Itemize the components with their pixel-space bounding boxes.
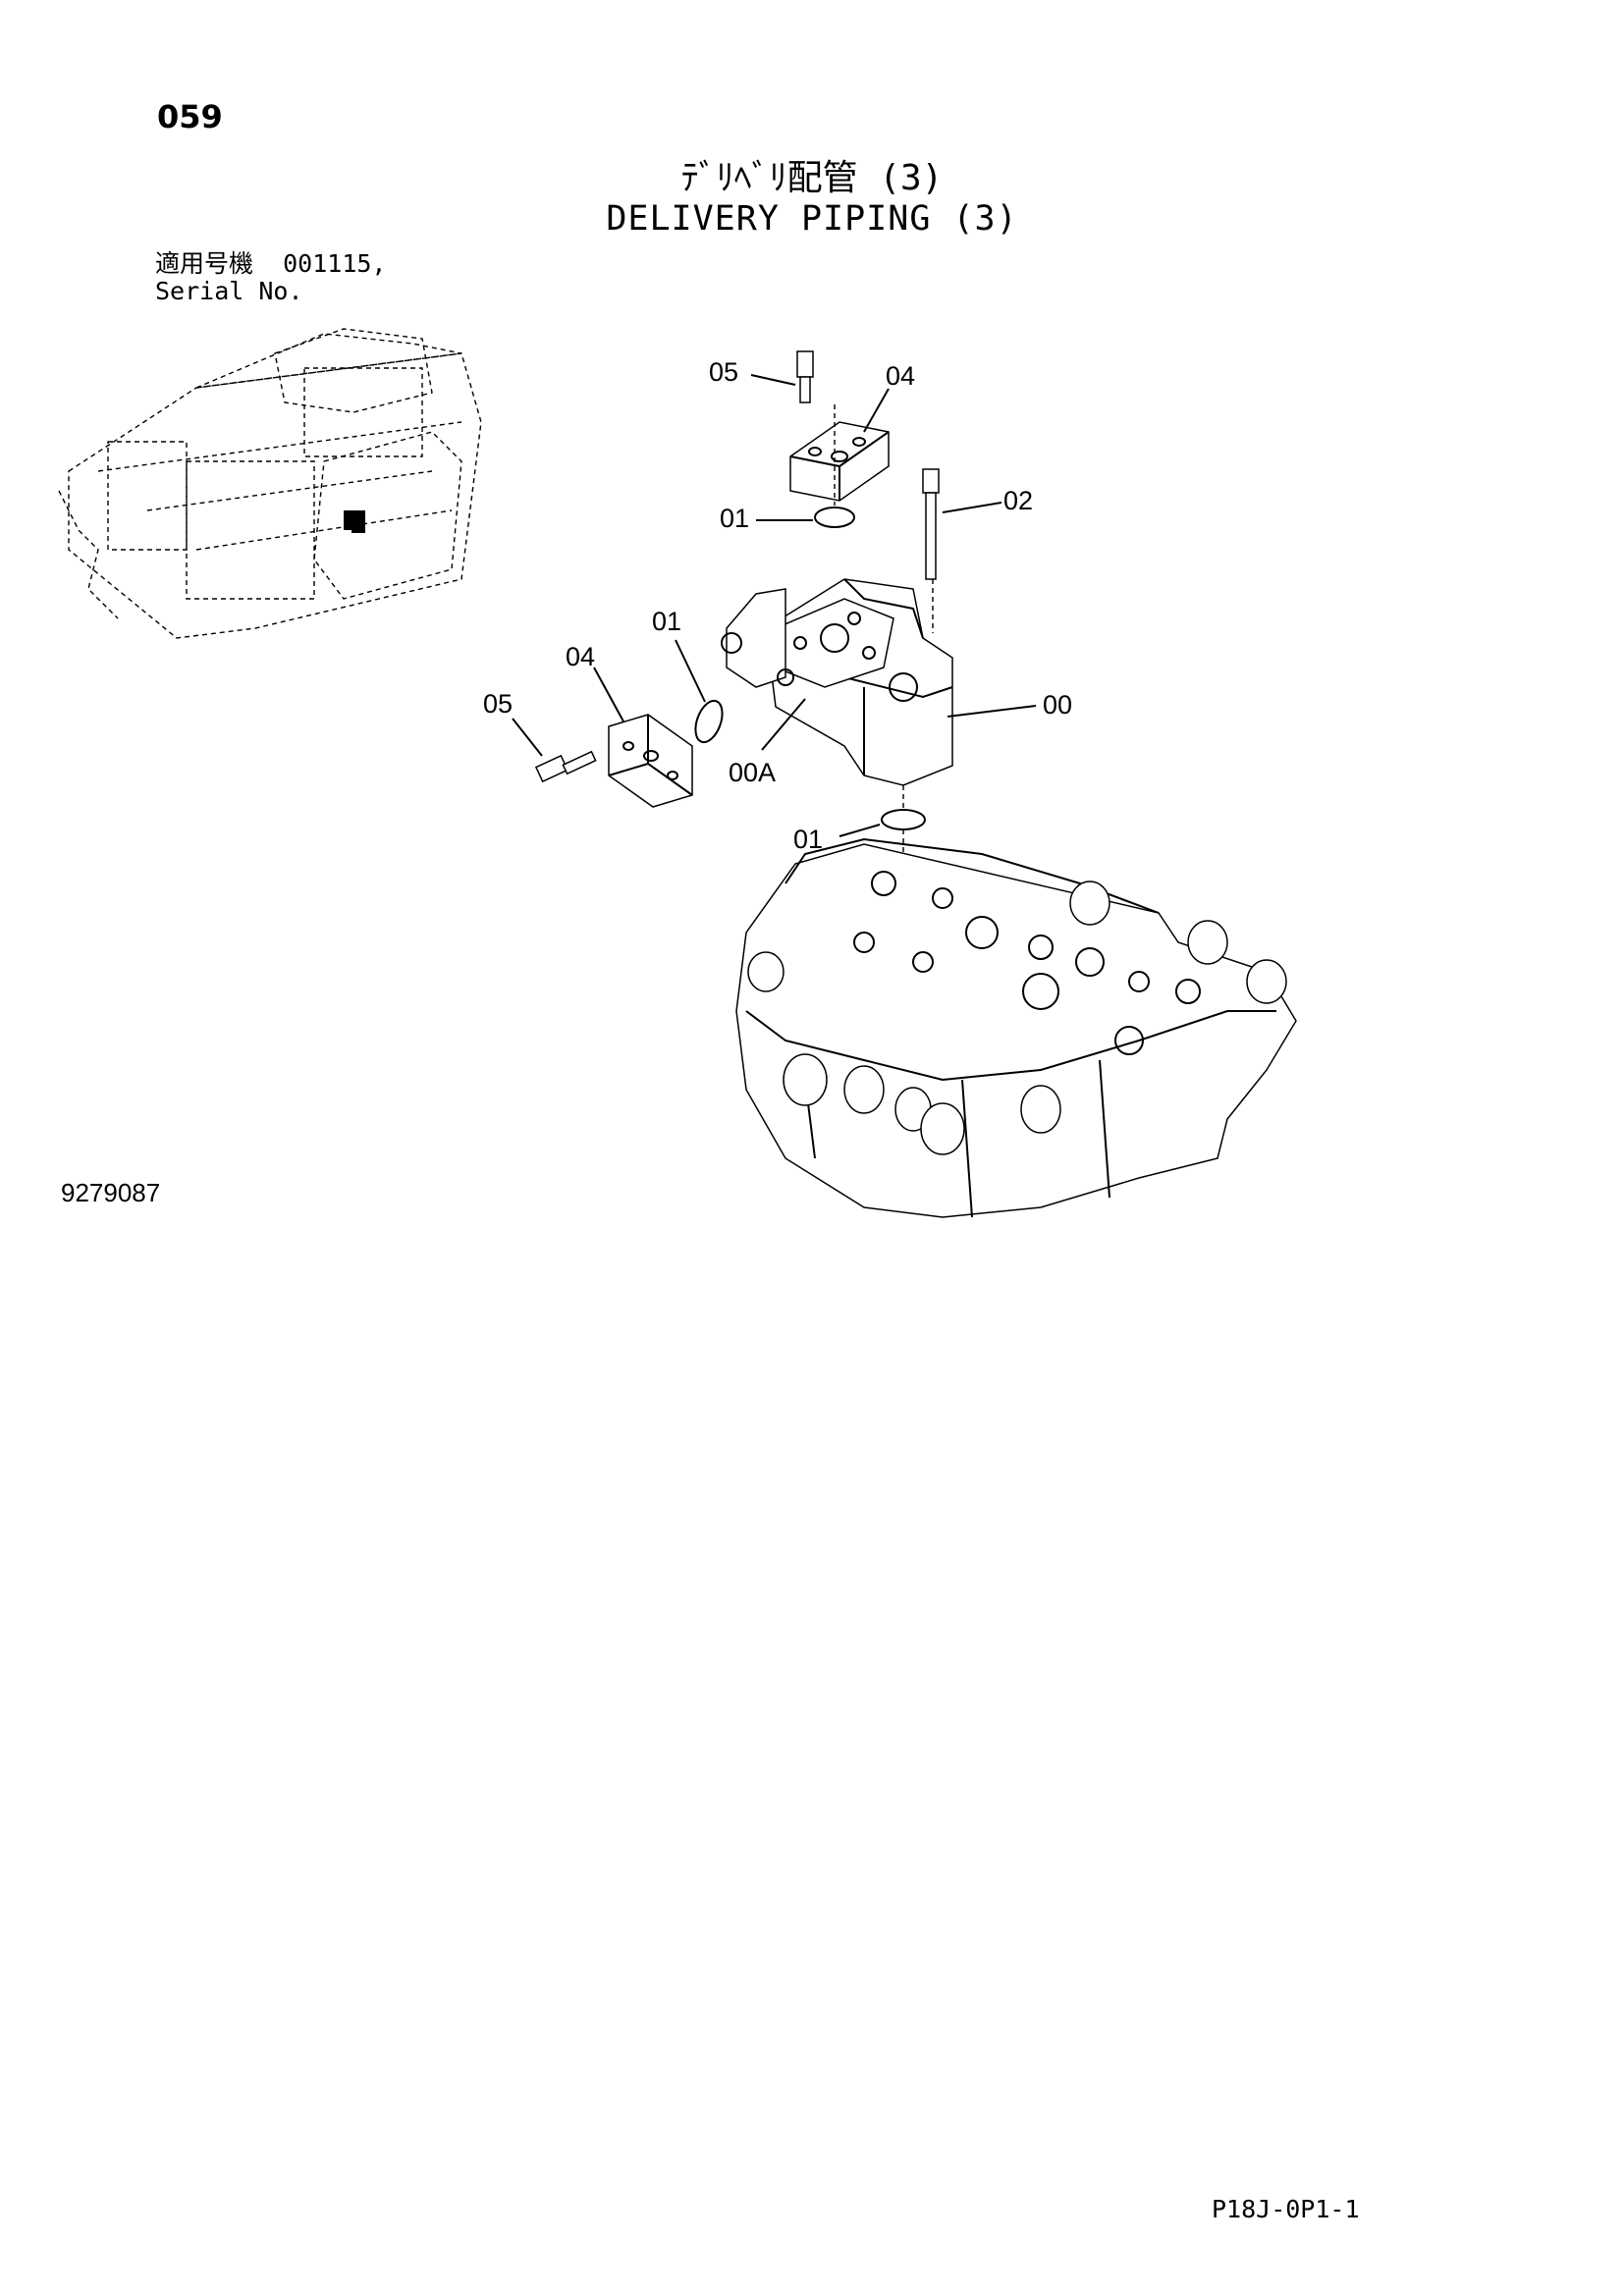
callout-00: 00	[1043, 690, 1072, 720]
bolt-top	[796, 350, 814, 403]
bolt-left	[534, 750, 597, 783]
long-bolt	[922, 468, 940, 580]
callout-04-top: 04	[886, 361, 915, 391]
serial-label-en: Serial No.	[155, 277, 303, 305]
o-ring-left	[694, 699, 724, 744]
callout-00a: 00A	[729, 758, 776, 787]
title-japanese: ﾃﾞﾘﾍﾞﾘ配管 (3)	[680, 158, 944, 198]
serial-value: 001115,	[283, 249, 387, 278]
serial-label-jp: 適用号機	[155, 249, 254, 278]
footer-code: P18J-0P1-1	[1212, 2195, 1360, 2223]
cover-plate-left	[608, 714, 693, 808]
o-ring-bottom	[881, 809, 926, 830]
valve-block-00	[721, 578, 953, 786]
serial-block: 適用号機 001115, Serial No.	[155, 250, 386, 305]
leader-lines	[512, 374, 1037, 854]
machine-overview-sketch	[58, 328, 482, 639]
callout-01-mid: 01	[652, 607, 681, 636]
callout-05-top: 05	[709, 357, 738, 387]
callout-02: 02	[1003, 486, 1033, 515]
title-english: DELIVERY PIPING (3)	[606, 199, 1018, 239]
control-valve-body	[735, 837, 1297, 1218]
serial-row-jp: 適用号機 001115,	[155, 250, 386, 278]
callout-04-left: 04	[566, 642, 595, 671]
callout-01-top: 01	[720, 504, 749, 533]
cover-plate-top	[789, 421, 890, 502]
page-number: 059	[157, 98, 223, 135]
o-ring-top	[814, 507, 855, 528]
callout-01-bottom: 01	[793, 825, 823, 854]
callout-05-left: 05	[483, 689, 513, 719]
drawing-id: 9279087	[61, 1178, 161, 1207]
